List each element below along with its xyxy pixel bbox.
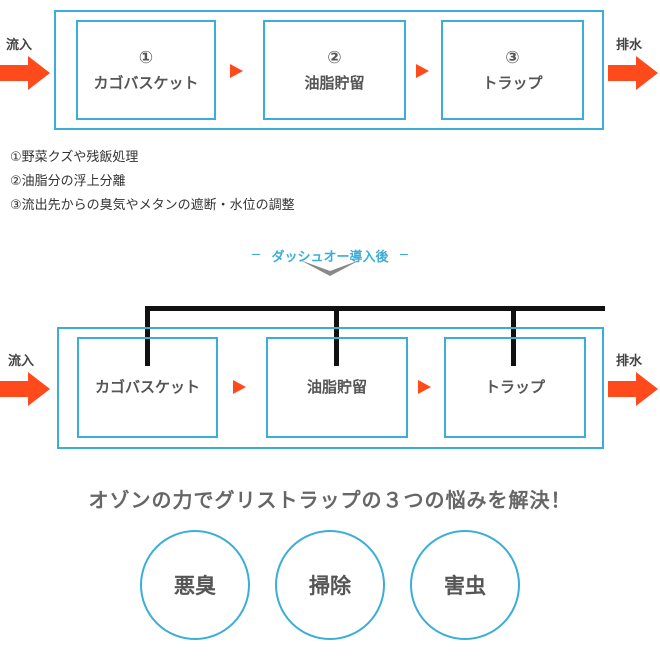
top-frame — [54, 10, 604, 130]
top-inflow-arrow-icon — [0, 56, 50, 90]
top-step-2-label: 油脂貯留 — [304, 73, 365, 92]
note-1: ①野菜クズや残飯処理 — [10, 150, 139, 165]
banner-line-right — [400, 254, 408, 255]
top-outflow-label: 排水 — [616, 38, 643, 53]
top-diagram: 流入 ① カゴバスケット ② 油脂貯留 ③ トラップ 排水 — [0, 0, 660, 140]
top-outflow-arrow-icon — [608, 56, 658, 90]
bottom-frame — [57, 327, 604, 449]
after-banner: ダッシュオー導入後 — [240, 244, 420, 278]
top-step-3-number: ③ — [505, 48, 520, 68]
bottom-inflow-arrow-icon — [0, 372, 50, 406]
bottom-outflow-arrow-icon — [608, 372, 658, 406]
step-notes: ①野菜クズや残飯処理 ②油脂分の浮上分離 ③流出先からの臭気やメタンの遮断・水位… — [10, 146, 610, 218]
top-step-2: ② 油脂貯留 — [263, 20, 406, 120]
bottom-connector-2-icon — [418, 380, 431, 394]
bottom-step-1: カゴバスケット — [77, 337, 218, 438]
problem-cleaning: 掃除 — [275, 530, 385, 640]
pipe-drop-3 — [511, 306, 516, 366]
bottom-step-2-label: 油脂貯留 — [306, 378, 367, 397]
top-connector-2-icon — [416, 64, 429, 78]
banner-text: ダッシュオー導入後 — [271, 250, 389, 265]
bottom-connector-1-icon — [233, 380, 246, 394]
top-inflow-label: 流入 — [6, 38, 33, 53]
pipe-drop-1 — [145, 306, 150, 366]
top-step-1-label: カゴバスケット — [93, 73, 199, 92]
note-2: ②油脂分の浮上分離 — [10, 174, 126, 189]
solution-headline: オゾンの力でグリストラップの３つの悩みを解決！ — [88, 488, 572, 512]
bottom-step-2: 油脂貯留 — [266, 337, 408, 438]
chevron-down-icon — [300, 260, 360, 276]
pipe-main-horizontal — [145, 306, 605, 311]
top-step-3-label: トラップ — [482, 73, 543, 92]
top-step-1: ① カゴバスケット — [76, 20, 216, 120]
top-step-1-number: ① — [138, 48, 154, 68]
note-3: ③流出先からの臭気やメタンの遮断・水位の調整 — [10, 198, 295, 213]
problem-pests: 害虫 — [410, 530, 520, 640]
bottom-step-3-label: トラップ — [484, 378, 545, 397]
banner-line-left — [252, 254, 260, 255]
bottom-diagram: 流入 カゴバスケット 油脂貯留 トラップ 排水 — [0, 300, 660, 460]
bottom-inflow-label: 流入 — [8, 354, 35, 369]
pipe-drop-2 — [334, 306, 339, 366]
problem-odor: 悪臭 — [140, 530, 250, 640]
top-step-3: ③ トラップ — [441, 20, 584, 120]
bottom-step-1-label: カゴバスケット — [94, 378, 200, 397]
top-connector-1-icon — [230, 64, 243, 78]
bottom-outflow-label: 排水 — [616, 354, 643, 369]
bottom-step-3: トラップ — [444, 337, 586, 438]
top-step-2-number: ② — [327, 48, 342, 68]
